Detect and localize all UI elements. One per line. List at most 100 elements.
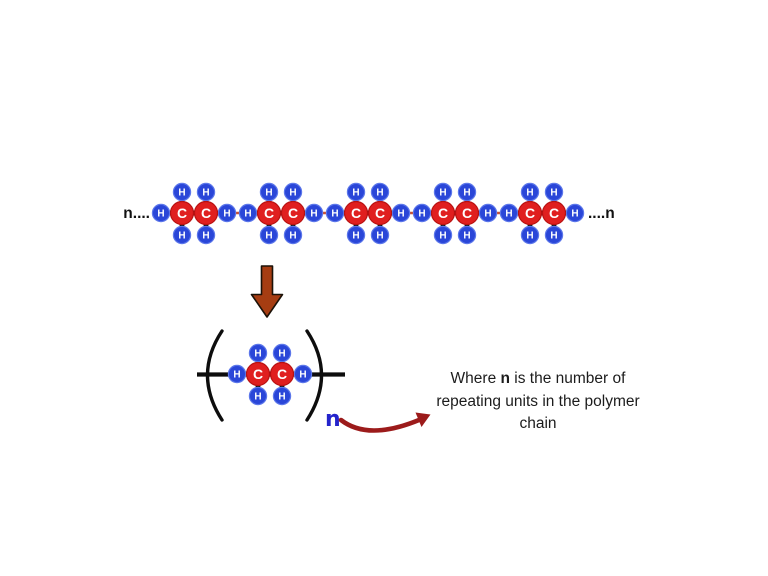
carbon-atom xyxy=(280,200,306,226)
hydrogen-atom-label: H xyxy=(376,231,383,242)
right-bracket xyxy=(305,329,324,422)
hydrogen-atom xyxy=(248,386,268,406)
hydrogen-atom xyxy=(196,182,216,202)
carbon-atom xyxy=(367,200,393,226)
hydrogen-atom-label: H xyxy=(526,231,533,242)
hydrogen-atom-label: H xyxy=(526,188,533,199)
hydrogen-atom-label: H xyxy=(331,209,338,220)
hydrogen-atom-label: H xyxy=(418,209,425,220)
hydrogen-atom xyxy=(391,203,411,223)
hydrogen-atom-label: H xyxy=(463,188,470,199)
hydrogen-atom xyxy=(544,225,564,245)
carbon-atom-label: C xyxy=(177,205,187,221)
hydrogen-atom-label: H xyxy=(265,188,272,199)
hydrogen-atom-label: H xyxy=(278,349,285,360)
hydrogen-atom xyxy=(248,343,268,363)
hydrogen-atom xyxy=(259,225,279,245)
hydrogen-atom xyxy=(172,225,192,245)
hydrogen-atom-label: H xyxy=(233,370,240,381)
hydrogen-atom xyxy=(346,225,366,245)
hydrogen-atom xyxy=(196,225,216,245)
caption-bold-n: n xyxy=(500,370,510,387)
hydrogen-atom-label: H xyxy=(571,209,578,220)
hydrogen-atom-label: H xyxy=(505,209,512,220)
hydrogen-atom xyxy=(370,182,390,202)
hydrogen-atom xyxy=(227,364,247,384)
caption: Where n is the number of repeating units… xyxy=(428,368,648,436)
hydrogen-atom-label: H xyxy=(352,188,359,199)
hydrogen-atom-label: H xyxy=(439,188,446,199)
carbon-atom xyxy=(193,200,219,226)
carbon-atom-label: C xyxy=(375,205,385,221)
hydrogen-atom-label: H xyxy=(397,209,404,220)
hydrogen-atom-label: H xyxy=(202,231,209,242)
hydrogen-atom xyxy=(238,203,258,223)
hydrogen-atom xyxy=(272,343,292,363)
down-arrow-icon xyxy=(250,265,284,318)
carbon-atom-label: C xyxy=(288,205,298,221)
hydrogen-atom xyxy=(325,203,345,223)
hydrogen-atom-label: H xyxy=(157,209,164,220)
hydrogen-atom-label: H xyxy=(376,188,383,199)
curved-arrow-body xyxy=(338,417,422,433)
carbon-atom-label: C xyxy=(549,205,559,221)
hydrogen-atom-label: H xyxy=(550,231,557,242)
hydrogen-atom-label: H xyxy=(278,392,285,403)
hydrogen-atom-label: H xyxy=(202,188,209,199)
hydrogen-atom xyxy=(520,225,540,245)
carbon-atom xyxy=(169,200,195,226)
hydrogen-atom-label: H xyxy=(223,209,230,220)
carbon-atom-label: C xyxy=(351,205,361,221)
hydrogen-atom-label: H xyxy=(550,188,557,199)
left-bracket xyxy=(205,329,224,422)
hydrogen-atom xyxy=(433,225,453,245)
hydrogen-atom xyxy=(565,203,585,223)
hydrogen-atom-label: H xyxy=(299,370,306,381)
subscript-n: n xyxy=(325,407,341,432)
chain-left-label: n.... xyxy=(123,205,150,222)
carbon-atom xyxy=(256,200,282,226)
hydrogen-atom-label: H xyxy=(439,231,446,242)
carbon-atom xyxy=(454,200,480,226)
hydrogen-atom-label: H xyxy=(178,231,185,242)
carbon-atom xyxy=(517,200,543,226)
curved-arrow-head xyxy=(415,412,431,427)
hydrogen-atom xyxy=(499,203,519,223)
chain-right-label: ....n xyxy=(588,205,615,222)
down-arrow-shape xyxy=(250,265,284,318)
hydrogen-atom-label: H xyxy=(352,231,359,242)
curved-arrow-icon xyxy=(338,412,431,433)
hydrogen-atom xyxy=(544,182,564,202)
hydrogen-atom-label: H xyxy=(265,231,272,242)
hydrogen-atom xyxy=(370,225,390,245)
carbon-atom xyxy=(269,361,295,387)
hydrogen-atom xyxy=(478,203,498,223)
hydrogen-atom xyxy=(293,364,313,384)
hydrogen-atom xyxy=(283,225,303,245)
hydrogen-atom xyxy=(346,182,366,202)
hydrogen-atom-label: H xyxy=(289,231,296,242)
hydrogen-atom-label: H xyxy=(463,231,470,242)
hydrogen-atom xyxy=(259,182,279,202)
carbon-atom-label: C xyxy=(277,366,287,382)
carbon-atom xyxy=(541,200,567,226)
hydrogen-atom xyxy=(457,225,477,245)
hydrogen-atom-label: H xyxy=(178,188,185,199)
hydrogen-atom-label: H xyxy=(244,209,251,220)
carbon-atom xyxy=(343,200,369,226)
hydrogen-atom-label: H xyxy=(289,188,296,199)
hydrogen-atom xyxy=(272,386,292,406)
hydrogen-atom xyxy=(433,182,453,202)
carbon-atom-label: C xyxy=(264,205,274,221)
carbon-atom xyxy=(245,361,271,387)
carbon-atom-label: C xyxy=(525,205,535,221)
carbon-atom-label: C xyxy=(462,205,472,221)
carbon-atom-label: C xyxy=(253,366,263,382)
hydrogen-atom-label: H xyxy=(310,209,317,220)
hydrogen-atom-label: H xyxy=(254,392,261,403)
carbon-atom-label: C xyxy=(201,205,211,221)
